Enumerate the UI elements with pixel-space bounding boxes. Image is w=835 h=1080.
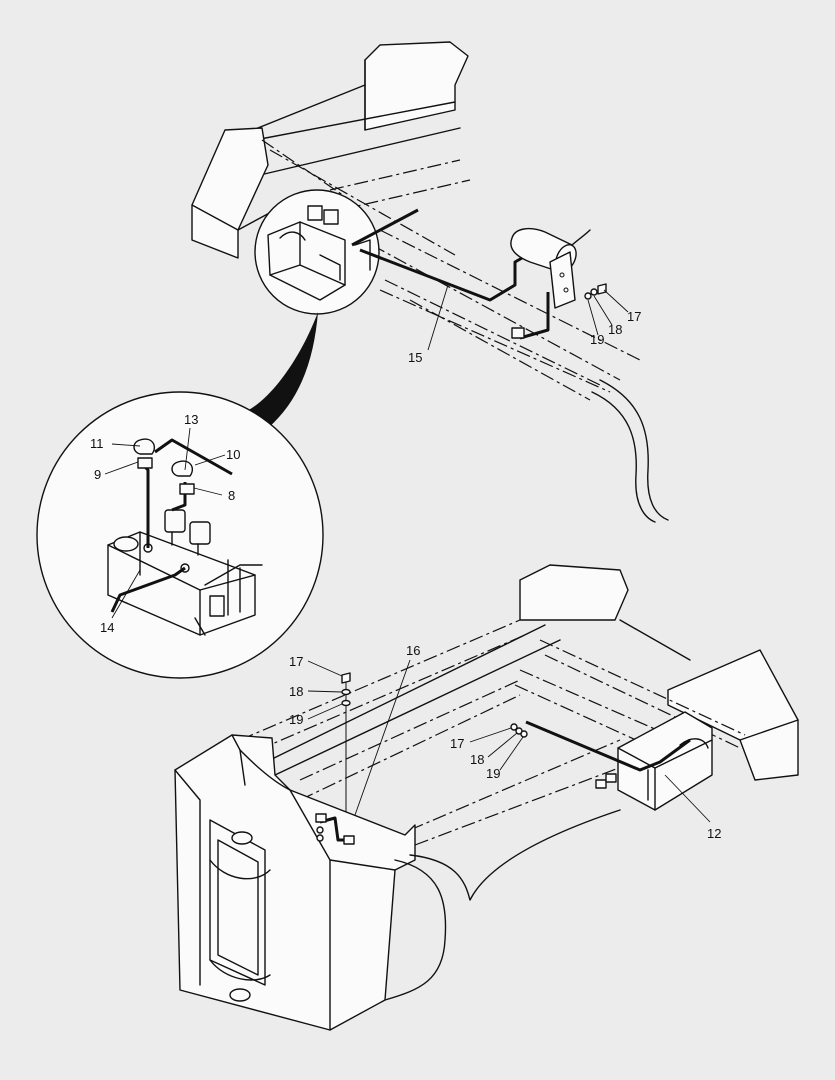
detail-circle (36, 391, 324, 679)
callout-8: 8 (228, 488, 235, 503)
callout-14: 14 (100, 620, 114, 635)
callout-18-right: 18 (470, 752, 484, 767)
callout-19-top: 19 (590, 332, 604, 347)
callout-10: 10 (226, 447, 240, 462)
callout-11: 11 (90, 436, 104, 451)
top-battery-box (267, 205, 371, 301)
pump-motor (510, 227, 591, 340)
callout-18-left: 18 (289, 684, 303, 699)
callout-19-right: 19 (486, 766, 500, 781)
callout-17-right: 17 (450, 736, 464, 751)
callout-16: 16 (406, 643, 420, 658)
cable-15 (351, 208, 523, 302)
callout-17-top: 17 (627, 309, 641, 324)
callout-12: 12 (707, 826, 721, 841)
lower-frame-view (174, 564, 799, 1031)
callout-18-top: 18 (608, 322, 622, 337)
upper-frame-view (191, 41, 669, 523)
callout-9: 9 (94, 467, 101, 482)
callout-labels: 15 17 18 19 13 11 10 9 8 14 16 17 18 19 … (90, 309, 721, 841)
callout-13: 13 (184, 412, 198, 427)
callout-15: 15 (408, 350, 422, 365)
callout-17-left: 17 (289, 654, 303, 669)
callout-19-left: 19 (289, 712, 303, 727)
detail-pointer (245, 312, 318, 428)
cable-12 (525, 720, 691, 772)
